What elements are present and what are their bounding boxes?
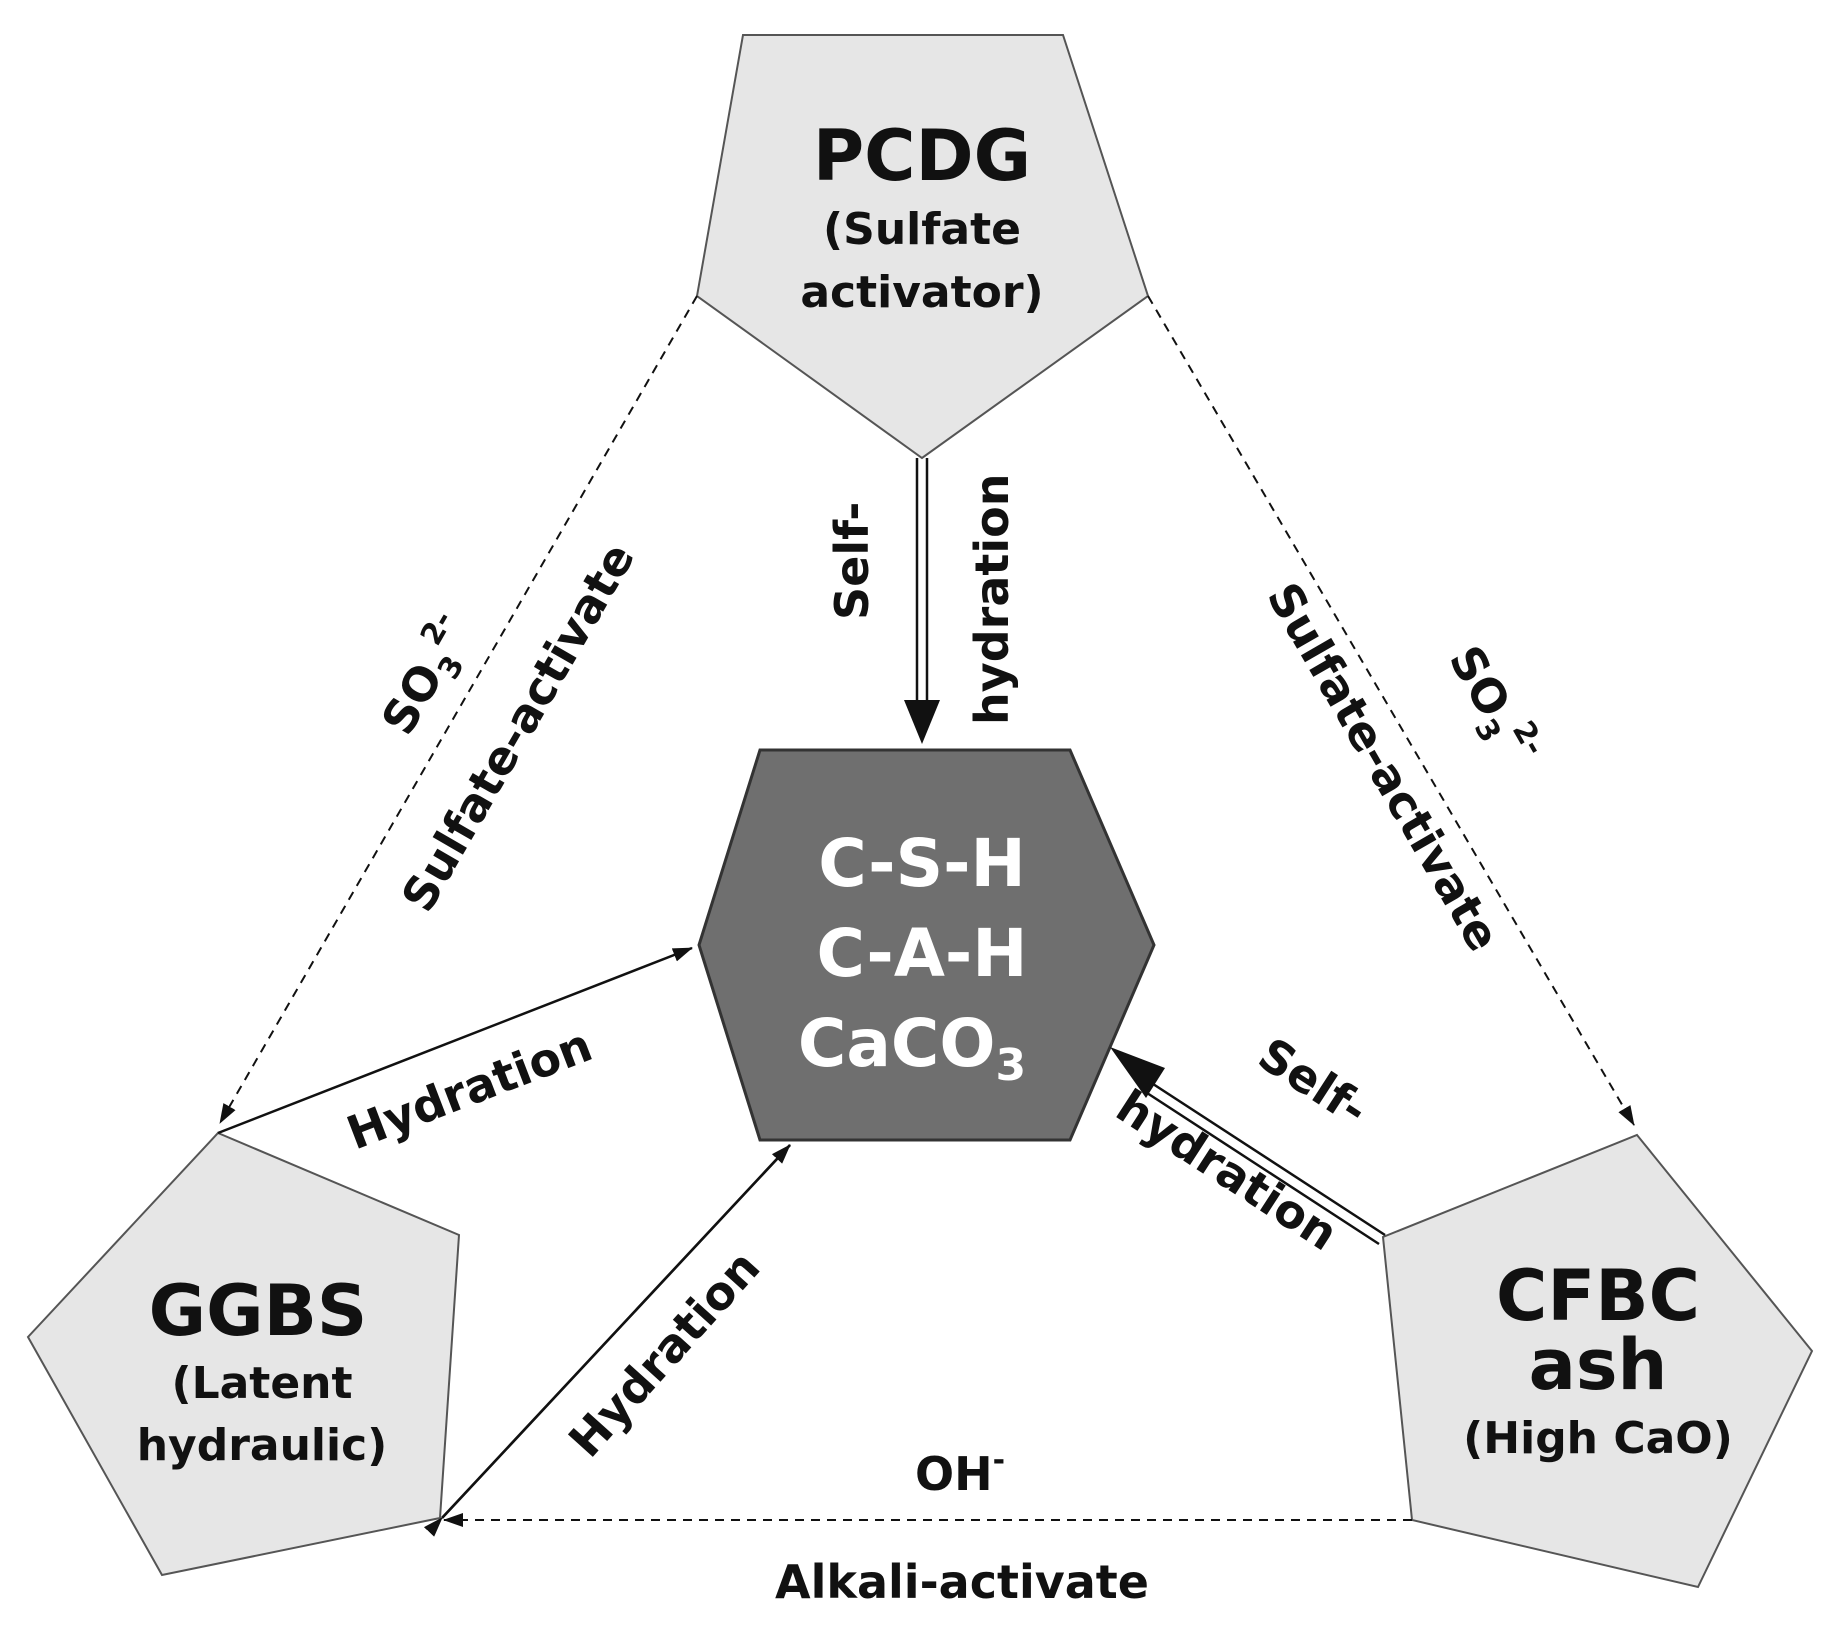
cfbc-subtitle: (High CaO) [1463, 1413, 1733, 1464]
ggbs-subtitle-1: (Latent [171, 1358, 352, 1409]
ggbs-hydration-arrow-lower [423, 1144, 791, 1537]
pcdg-self-label-2: hydration [965, 474, 1019, 726]
ggbs-hydration-label-lower: Hydration [558, 1240, 770, 1467]
cfbc-title-1: CFBC [1496, 1255, 1700, 1337]
pcdg-subtitle-1: (Sulfate [823, 204, 1021, 255]
ggbs-hydration-arrow-upper [217, 946, 693, 1135]
center-line-3: CaCO3 [798, 1005, 1026, 1091]
cfbc-self-label-1: Self- [1249, 1027, 1378, 1137]
pcdg-self-label-1: Self- [825, 502, 879, 620]
ggbs-subtitle-2: hydraulic) [137, 1420, 388, 1471]
left-sulfate-activate-label: Sulfate-activate [391, 534, 645, 921]
cfbc-title-2: ash [1529, 1324, 1668, 1406]
right-sulfate-activate-arrow [1147, 295, 1635, 1126]
right-so3-label: SO32- [1431, 635, 1552, 778]
ggbs-hydration-label-upper: Hydration [340, 1018, 600, 1161]
right-sulfate-activate-label: Sulfate-activate [1256, 574, 1510, 961]
oh-label: OH- [915, 1443, 1005, 1501]
center-products-node [697, 748, 1156, 1142]
left-sulfate-activate-arrow [219, 295, 698, 1124]
pcdg-self-hydration-arrow [904, 458, 940, 744]
center-line-1: C-S-H [818, 825, 1026, 902]
center-line-2: C-A-H [816, 915, 1027, 992]
pcdg-subtitle-2: activator) [800, 267, 1043, 318]
pcdg-node [695, 34, 1150, 460]
cfbc-self-hydration-arrow [1110, 1047, 1386, 1246]
cfbc-node [1381, 1133, 1814, 1589]
ggbs-node [26, 1131, 461, 1577]
alkali-activate-label: Alkali-activate [775, 1555, 1149, 1609]
pcdg-title: PCDG [813, 115, 1031, 197]
left-so3-label: SO32- [367, 605, 488, 748]
ggbs-title: GGBS [149, 1270, 368, 1352]
